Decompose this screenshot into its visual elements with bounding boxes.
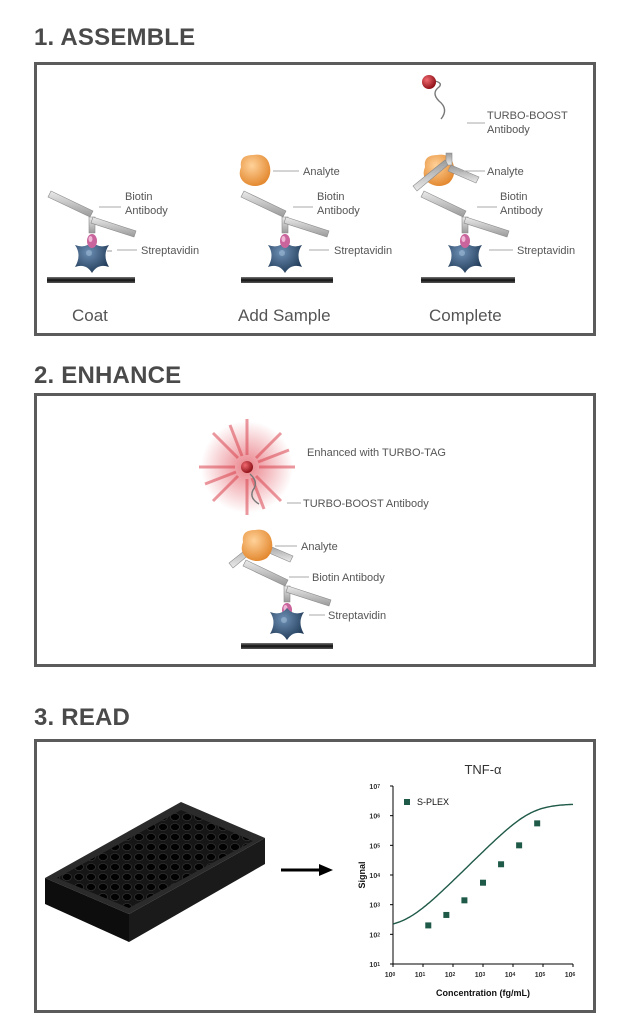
label-streptavidin: Streptavidin <box>141 245 199 257</box>
label-antibody: Antibody <box>500 205 543 217</box>
label-streptavidin: Streptavidin <box>517 245 575 257</box>
y-tick-label: 107 <box>369 784 380 791</box>
label-biotin: Biotin <box>500 191 528 203</box>
x-tick-label: 106 <box>565 972 576 979</box>
x-tick-label: 101 <box>415 972 426 979</box>
data-point <box>461 897 468 904</box>
label-analyte: Analyte <box>487 166 524 178</box>
assemble-panel: Biotin Antibody Streptavidin Coat Analyt… <box>34 62 596 336</box>
data-point <box>534 820 541 827</box>
turbo-tag-ball <box>422 75 436 89</box>
chart-area: 100 101 102 103 104 105 106 101 102 103 104 105 106 1… <box>357 784 576 998</box>
plate-surface <box>47 277 135 283</box>
step-complete-diagram: TURBO-BOOST Antibody Analyte Biotin Anti… <box>412 75 575 325</box>
plate-surface <box>241 643 333 649</box>
heading-enhance: 2. ENHANCE <box>34 362 182 389</box>
label-turbo-boost: TURBO-BOOST <box>487 110 568 122</box>
y-tick-label: 102 <box>369 932 380 939</box>
label-streptavidin: Streptavidin <box>328 610 386 622</box>
data-point <box>425 922 432 929</box>
x-tick-label: 100 <box>385 972 396 979</box>
caption-add-sample: Add Sample <box>238 306 331 325</box>
plate-surface <box>421 277 515 283</box>
fit-curve <box>392 803 573 925</box>
y-axis-label: Signal <box>357 861 367 888</box>
x-tick-label: 104 <box>505 972 516 979</box>
x-tick-label: 102 <box>445 972 456 979</box>
arrow-right-icon <box>281 864 333 876</box>
assemble-diagram: Biotin Antibody Streptavidin Coat Analyt… <box>47 75 575 325</box>
y-tick-label: 105 <box>369 843 380 850</box>
label-analyte: Analyte <box>301 541 338 553</box>
heading-read: 3. READ <box>34 704 131 731</box>
label-antibody: Antibody <box>487 124 530 136</box>
x-axis-label: Concentration (fg/mL) <box>436 988 530 998</box>
data-point <box>516 842 523 849</box>
label-antibody: Antibody <box>317 205 360 217</box>
label-biotin-antibody: Biotin Antibody <box>312 572 385 584</box>
data-point <box>443 911 450 918</box>
data-point <box>480 879 486 886</box>
microplate <box>45 802 265 942</box>
x-tick-label: 103 <box>475 972 486 979</box>
legend-label: S-PLEX <box>417 797 449 807</box>
heading-assemble: 1. ASSEMBLE <box>34 24 196 51</box>
label-biotin: Biotin <box>317 191 345 203</box>
y-tick-label: 104 <box>369 873 380 880</box>
label-biotin: Biotin <box>125 191 153 203</box>
data-point <box>498 861 505 868</box>
enhance-diagram: Enhanced with TURBO-TAG TURBO-BOOST Anti… <box>199 419 446 649</box>
caption-complete: Complete <box>429 306 502 325</box>
x-tick-label: 105 <box>535 972 546 979</box>
turbo-tag-ball <box>241 461 253 473</box>
legend-marker <box>404 799 410 805</box>
label-antibody: Antibody <box>125 205 168 217</box>
y-tick-label: 103 <box>369 903 380 910</box>
y-tick-label: 101 <box>369 962 380 969</box>
label-turbo-boost-antibody: TURBO-BOOST Antibody <box>303 498 429 510</box>
label-analyte: Analyte <box>303 166 340 178</box>
label-streptavidin: Streptavidin <box>334 245 392 257</box>
chart-title: TNF-α <box>464 762 502 777</box>
step-coat-diagram: Biotin Antibody Streptavidin Coat <box>47 190 199 325</box>
plate-surface <box>241 277 333 283</box>
caption-coat: Coat <box>72 306 108 325</box>
y-tick-label: 106 <box>369 814 380 821</box>
enhance-panel: Enhanced with TURBO-TAG TURBO-BOOST Anti… <box>34 393 596 667</box>
turbo-tag-rays <box>199 419 295 515</box>
step-add-sample-diagram: Analyte Biotin Antibody Streptavidin Add… <box>238 154 392 325</box>
label-turbo-tag: Enhanced with TURBO-TAG <box>307 447 446 459</box>
